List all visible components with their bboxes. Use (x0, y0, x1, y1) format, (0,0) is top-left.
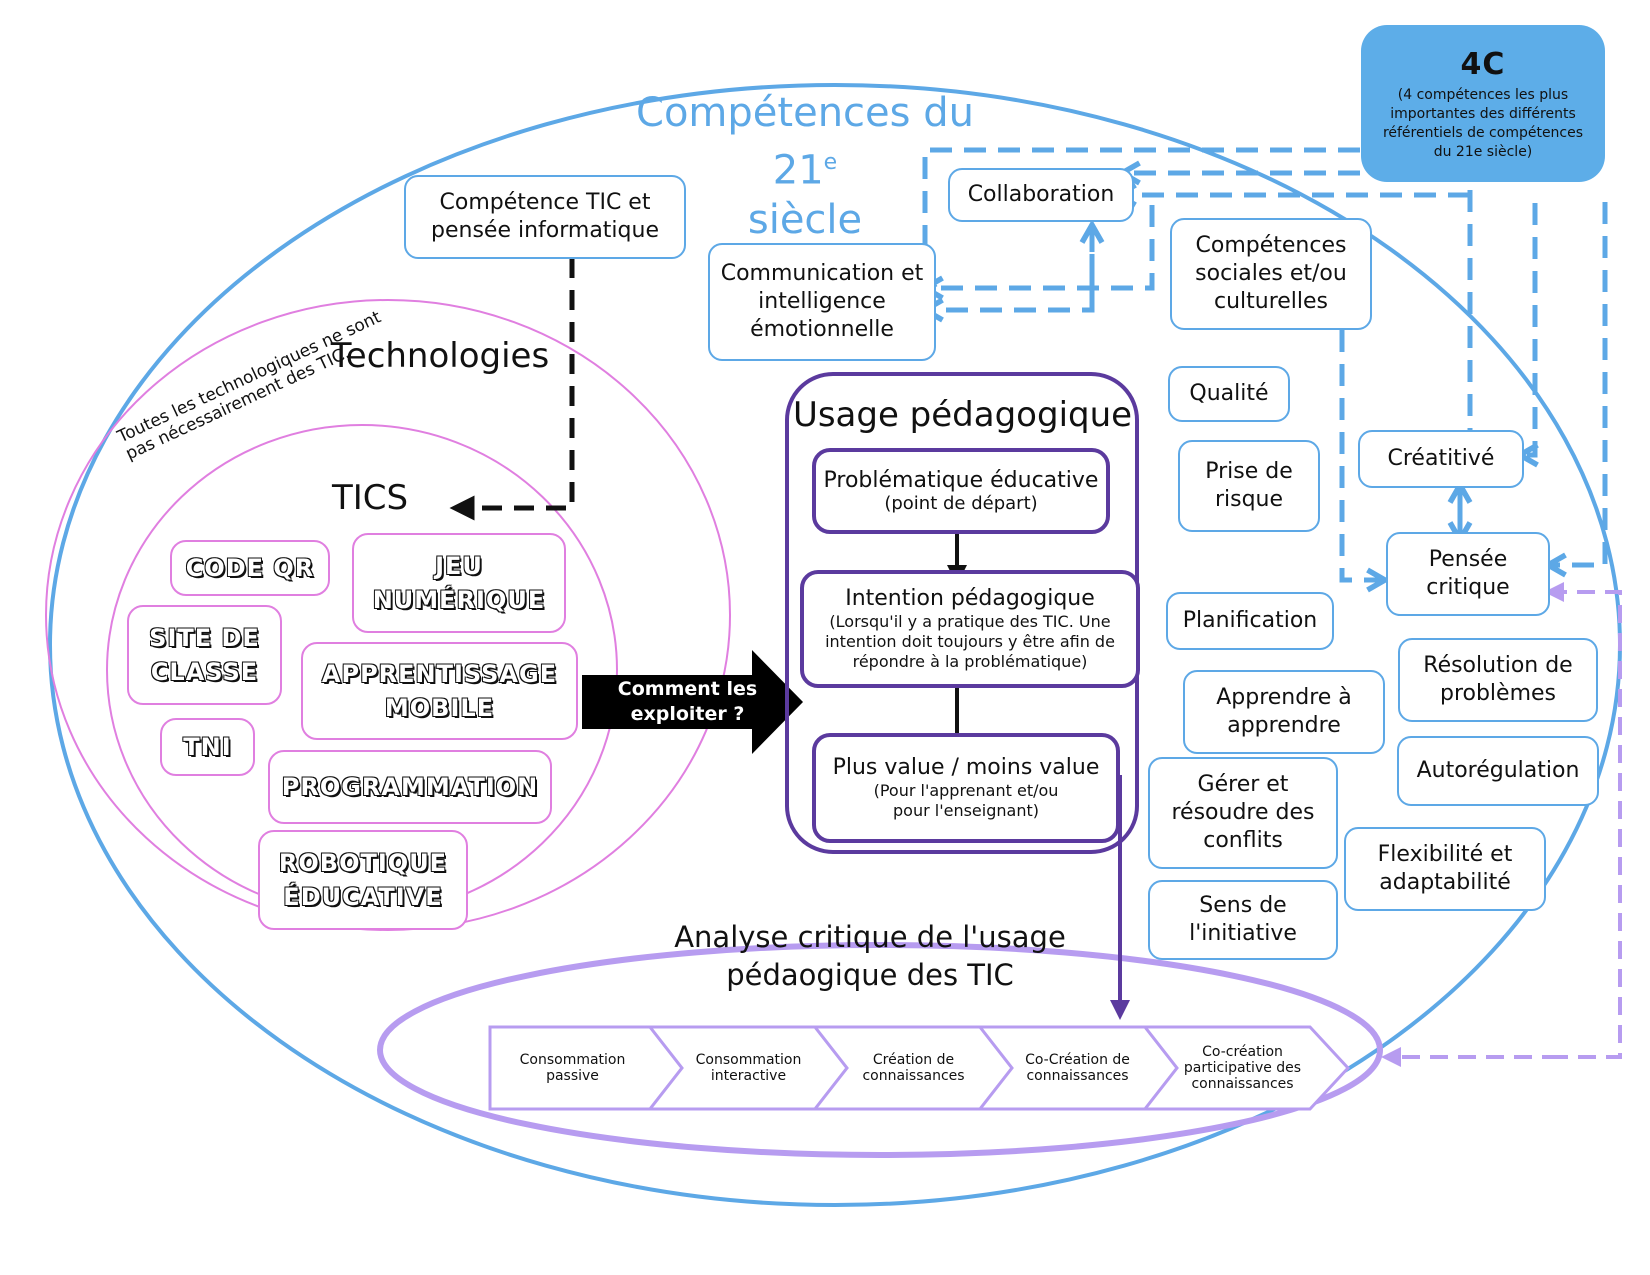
tic-item-jeu-numerique: JEU NUMÉRIQUE (352, 533, 566, 633)
page-title: Compétences du 21e siècle (600, 88, 1010, 245)
competence-autoregulation: Autorégulation (1397, 736, 1599, 806)
badge-4c-note: (4 compétences les plus importantes des … (1382, 87, 1584, 160)
competence-collaboration: Collaboration (948, 168, 1134, 222)
stage-chevron-5 (1141, 1025, 1351, 1111)
technologies-title: Technologies (330, 336, 550, 376)
analyse-ellipse (377, 942, 1383, 1158)
step-sub: (Lorsqu'il y a pratique des TIC. Une int… (825, 612, 1115, 671)
competence-flexibilite: Flexibilité et adaptabilité (1344, 827, 1546, 911)
analyse-title: Analyse critique de l'usage pédaogique d… (674, 920, 1066, 992)
competence-planification: Planification (1166, 592, 1334, 650)
badge-4c-heading: 4C (1460, 47, 1506, 82)
exploiter-arrow-shape (582, 650, 803, 754)
step-title: Problématique éducative (823, 468, 1099, 493)
competence-conflits: Gérer et résoudre des conflits (1148, 757, 1338, 869)
step-sub: (point de départ) (884, 493, 1038, 514)
competence-creativite: Créatitivé (1358, 430, 1524, 488)
title-line1: Compétences du 21 (636, 90, 974, 194)
usage-title: Usage pédagogique (792, 395, 1133, 435)
stage-label-1: Consommation passive (519, 1052, 626, 1084)
tic-item-apprentissage-mobile: APPRENTISSAGE MOBILE (301, 642, 578, 740)
stage-label-4: Co-Création de connaissances (1025, 1052, 1130, 1084)
competence-communication: Communication et intelligence émotionnel… (708, 243, 936, 361)
competence-resolution: Résolution de problèmes (1398, 638, 1598, 722)
step-title: Plus value / moins value (832, 755, 1100, 780)
stage-label-3: Création de connaissances (862, 1052, 965, 1084)
badge-4c: 4C (4 compétences les plus importantes d… (1361, 25, 1605, 182)
competence-apprendre: Apprendre à apprendre (1183, 670, 1385, 754)
competence-tic-label: Compétence TIC et pensée informatique (431, 190, 659, 243)
competence-initiative: Sens de l'initiative (1148, 880, 1338, 960)
stage-label-2: Consommation interactive (695, 1052, 802, 1084)
tic-to-tics-arrow (449, 258, 575, 521)
technologies-circle (45, 299, 731, 931)
tics-title: TICS (331, 478, 409, 518)
title-sup: e (823, 150, 838, 175)
tic-item-programmation: PROGRAMMATION (268, 750, 552, 824)
tic-item-robotique: ROBOTIQUE ÉDUCATIVE (258, 830, 468, 930)
stage-label-5: Co-création participative des connaissan… (1183, 1044, 1302, 1092)
competence-prise-de-risque: Prise de risque (1178, 440, 1320, 532)
step-sub: (Pour l'apprenant et/ou pour l'enseignan… (873, 781, 1059, 820)
usage-step-intention: Intention pédagogique (Lorsqu'il y a pra… (800, 570, 1140, 688)
analyse-stage-chevrons (488, 1025, 1351, 1111)
tic-item-code-qr: CODE QR (170, 540, 330, 596)
usage-step-problematique: Problématique éducative (point de départ… (812, 448, 1110, 534)
step-title: Intention pédagogique (845, 586, 1095, 611)
competence-qualite: Qualité (1168, 366, 1290, 422)
title-line2: siècle (747, 197, 863, 244)
competence-sociales: Compétences sociales et/ou culturelles (1170, 218, 1372, 330)
usage-step-plus-value: Plus value / moins value (Pour l'apprena… (812, 733, 1120, 843)
tic-item-site-de-classe: SITE DE CLASSE (127, 605, 282, 705)
exploiter-arrow-label: Comment les exploiter ? (617, 678, 758, 725)
pensee-to-analyse-connector (1544, 582, 1622, 1059)
competence-tic-box: Compétence TIC et pensée informatique (404, 175, 686, 259)
tic-item-tni: TNI (160, 718, 255, 776)
competence-pensee-critique: Pensée critique (1386, 532, 1550, 616)
